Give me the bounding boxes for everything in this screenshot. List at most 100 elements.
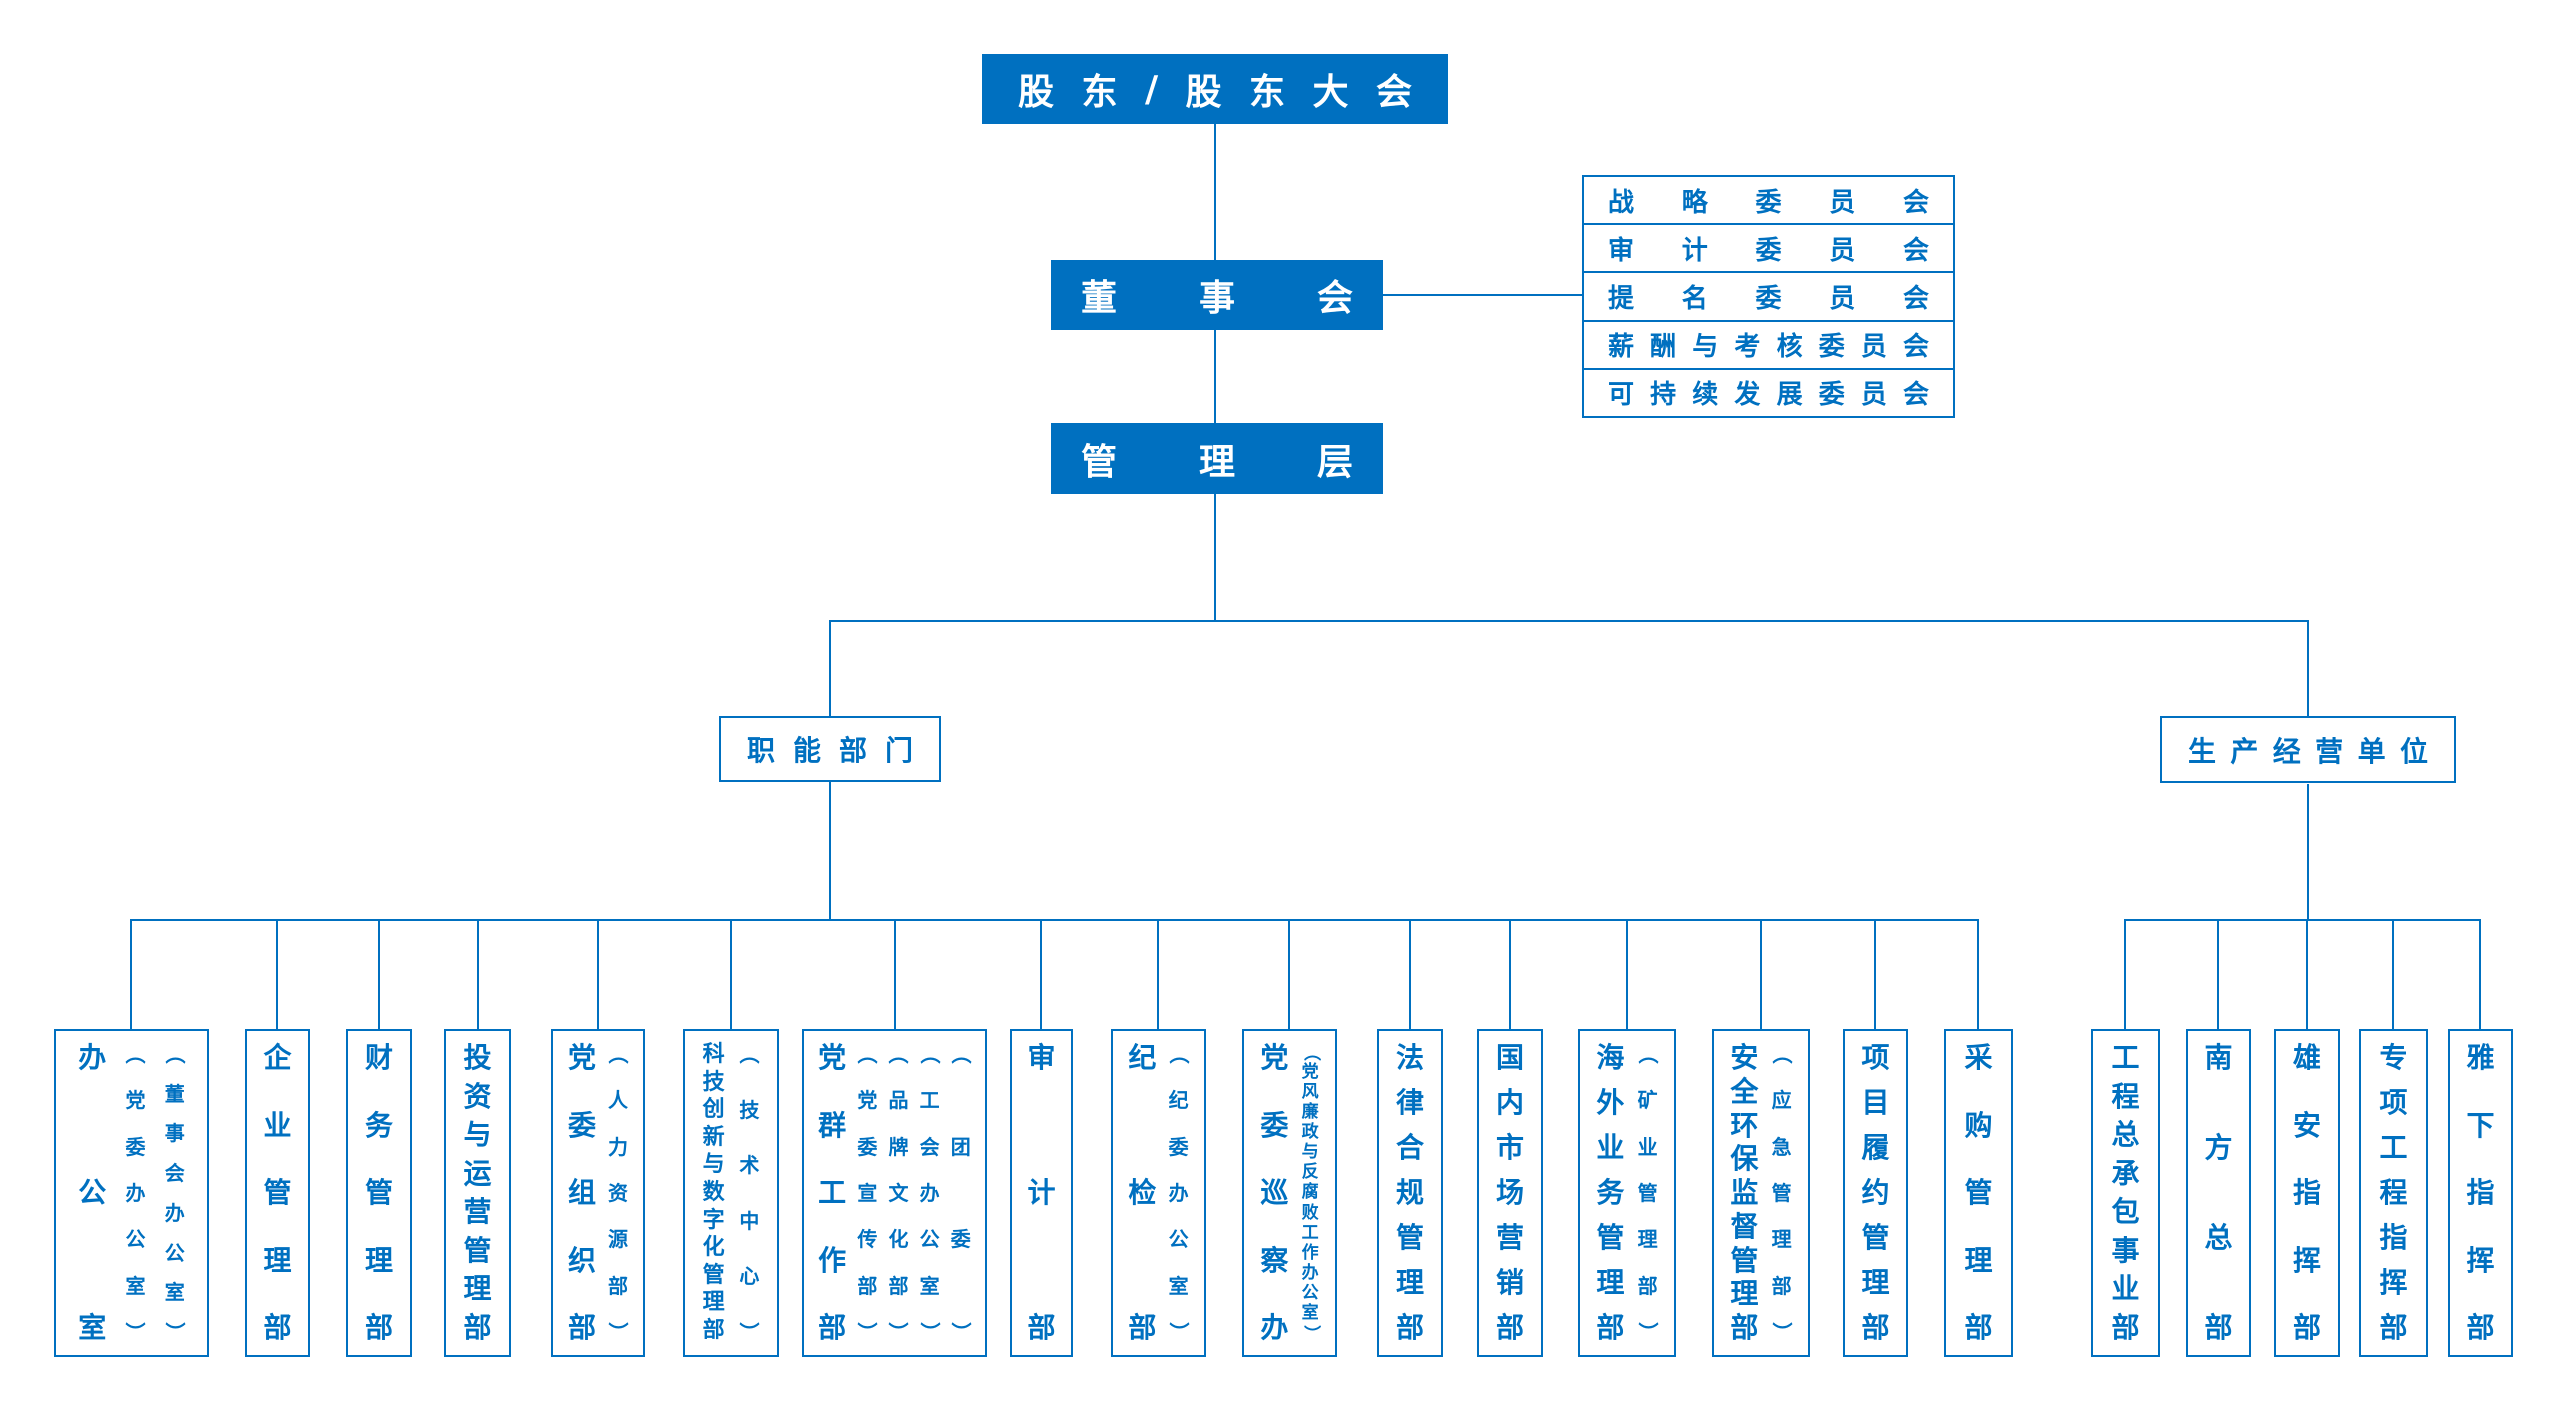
connector: [2124, 919, 2126, 1030]
dept-sublabel: （纪委办公室）: [1166, 1044, 1191, 1342]
dept-box-tech-innovation: 科技创新与数字化管理部 （技术中心）: [683, 1029, 779, 1357]
committee-row: 审计委员会: [1584, 223, 1953, 271]
connector: [1509, 919, 1511, 1030]
connector: [829, 620, 831, 716]
unit-label: 雄安指挥部: [2292, 1041, 2321, 1344]
connector: [477, 919, 479, 1030]
dept-box-party-organization: 党委组织部 （人力资源部）: [551, 1029, 645, 1357]
dept-sublabel: （技术中心）: [737, 1044, 762, 1342]
dept-label: 采购管理部: [1964, 1041, 1993, 1344]
committee-label: 提名委员会: [1608, 284, 1929, 314]
dept-label: 党委组织部: [567, 1041, 596, 1344]
connector: [276, 919, 278, 1030]
dept-label: 党委巡察办: [1260, 1041, 1289, 1344]
node-shareholders-label: 股东/股东大会: [1018, 68, 1412, 114]
dept-sublabel: （应急管理部）: [1769, 1044, 1794, 1342]
committee-label: 可持续发展委员会: [1608, 380, 1929, 411]
connector: [378, 919, 380, 1030]
connector: [1214, 124, 1216, 260]
dept-box-party-mass-work: 党群工作部 （党委宣传部） （品牌文化部） （工会办公室） （团委）: [802, 1029, 987, 1357]
connector: [2307, 620, 2309, 716]
connector: [894, 919, 896, 1030]
connector: [597, 919, 599, 1030]
dept-box-safety-environment: 安全环保监督管理部 （应急管理部）: [1712, 1029, 1810, 1357]
connector: [130, 919, 1979, 921]
dept-sublabel: （矿业管理部）: [1635, 1044, 1660, 1342]
unit-box-yaxia-command: 雅下指挥部: [2448, 1029, 2513, 1357]
connector: [2124, 919, 2481, 921]
connector: [1288, 919, 1290, 1030]
dept-label: 办公室: [78, 1041, 107, 1344]
dept-label: 党群工作部: [818, 1041, 847, 1344]
connector: [1383, 294, 1583, 296]
connector: [1214, 330, 1216, 423]
dept-label: 项目履约管理部: [1861, 1041, 1890, 1344]
node-shareholders: 股东/股东大会: [982, 54, 1448, 124]
node-management: 管理层: [1051, 423, 1383, 494]
dept-box-enterprise-management: 企业管理部: [245, 1029, 310, 1357]
dept-box-finance: 财务管理部: [346, 1029, 412, 1357]
connector: [2217, 919, 2219, 1030]
dept-label: 科技创新与数字化管理部: [702, 1042, 725, 1343]
dept-label: 法律合规管理部: [1395, 1041, 1424, 1344]
dept-sublabel: （党委办公室）: [123, 1044, 148, 1342]
dept-box-discipline-inspection: 纪检部 （纪委办公室）: [1111, 1029, 1206, 1357]
unit-box-special-project-command: 专项工程指挥部: [2359, 1029, 2428, 1357]
connector: [130, 919, 132, 1030]
dept-sublabel: （人力资源部）: [605, 1044, 630, 1342]
unit-label: 雅下指挥部: [2466, 1041, 2495, 1344]
connector: [1040, 919, 1042, 1030]
dept-sublabel: （党风廉政与反腐败工作办公室）: [1300, 1044, 1321, 1342]
dept-sublabel: （团委）: [948, 1044, 973, 1342]
connector: [1874, 919, 1876, 1030]
connector: [1214, 494, 1216, 621]
connector: [829, 782, 831, 920]
dept-box-investment-operation: 投资与运营管理部: [444, 1029, 511, 1357]
dept-label: 安全环保监督管理部: [1730, 1041, 1759, 1344]
connector: [2307, 784, 2309, 920]
dept-box-project-performance: 项目履约管理部: [1843, 1029, 1908, 1357]
connector: [2479, 919, 2481, 1030]
connector: [2306, 919, 2308, 1030]
unit-label: 南方总部: [2204, 1041, 2233, 1344]
committee-row: 战略委员会: [1584, 177, 1953, 223]
node-management-label: 管理层: [1081, 441, 1353, 483]
unit-box-southern-hq: 南方总部: [2186, 1029, 2251, 1357]
production-header-label: 生产经营单位: [2188, 734, 2428, 768]
unit-box-xiongan-command: 雄安指挥部: [2274, 1029, 2340, 1357]
dept-box-domestic-marketing: 国内市场营销部: [1477, 1029, 1543, 1357]
unit-label: 专项工程指挥部: [2379, 1041, 2408, 1344]
dept-sublabel: （品牌文化部）: [886, 1044, 911, 1342]
dept-label: 海外业务管理部: [1596, 1041, 1625, 1344]
dept-label: 投资与运营管理部: [463, 1041, 492, 1344]
connector: [730, 919, 732, 1030]
connector: [1409, 919, 1411, 1030]
dept-box-party-inspection-office: 党委巡察办 （党风廉政与反腐败工作办公室）: [1242, 1029, 1337, 1357]
dept-label: 企业管理部: [263, 1041, 292, 1344]
unit-box-engineering-epc: 工程总承包事业部: [2091, 1029, 2160, 1357]
dept-label: 财务管理部: [364, 1041, 393, 1344]
connector: [1760, 919, 1762, 1030]
connector: [2392, 919, 2394, 1030]
node-board: 董事会: [1051, 260, 1383, 330]
connector: [829, 620, 2309, 622]
committee-row: 提名委员会: [1584, 271, 1953, 319]
node-board-label: 董事会: [1081, 278, 1353, 319]
connector: [1626, 919, 1628, 1030]
dept-sublabel: （工会办公室）: [917, 1044, 942, 1342]
connector: [1157, 919, 1159, 1030]
production-header: 生产经营单位: [2160, 716, 2456, 783]
dept-box-office: 办公室 （党委办公室） （董事会办公室）: [54, 1029, 209, 1357]
committees-panel: 战略委员会 审计委员会 提名委员会 薪酬与考核委员会 可持续发展委员会: [1582, 175, 1955, 418]
dept-sublabel: （党委宣传部）: [855, 1044, 880, 1342]
dept-label: 纪检部: [1128, 1041, 1157, 1344]
committee-label: 战略委员会: [1608, 187, 1929, 218]
committee-label: 审计委员会: [1608, 235, 1929, 266]
dept-label: 审计部: [1027, 1041, 1056, 1344]
unit-label: 工程总承包事业部: [2111, 1041, 2140, 1344]
functional-header: 职能部门: [719, 716, 941, 782]
dept-box-audit: 审计部: [1010, 1029, 1073, 1357]
connector: [1977, 919, 1979, 1030]
dept-box-legal-compliance: 法律合规管理部: [1377, 1029, 1443, 1357]
